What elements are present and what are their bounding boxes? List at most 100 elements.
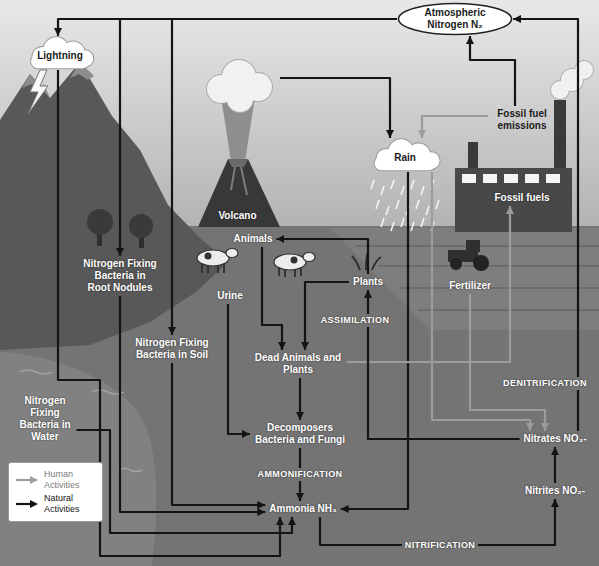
cloud-shape bbox=[375, 139, 440, 170]
tractor-wheel bbox=[473, 255, 489, 271]
field-furrows bbox=[355, 246, 599, 310]
decomposers-label: Decomposers Bacteria and Fungi bbox=[250, 420, 350, 448]
legend-sample bbox=[15, 475, 39, 485]
plume-puff bbox=[227, 86, 253, 112]
process-label: AMMONIFICATION bbox=[255, 468, 346, 481]
ammonia-label: Ammonia NH₃ bbox=[265, 501, 340, 517]
factory-window bbox=[483, 174, 497, 183]
fossil-fuel-label: Fossil fuels bbox=[490, 190, 553, 206]
process-label-box: ASSIMILATION bbox=[318, 314, 393, 327]
legend-line bbox=[16, 479, 31, 481]
lightning-cloud: Lightning bbox=[22, 36, 98, 70]
process-label-box: DENITRIFICATION bbox=[500, 377, 590, 390]
volcano-crater bbox=[228, 159, 248, 167]
node-text: Nitrites NO₂- bbox=[525, 485, 585, 497]
nitrites-label: Nitrites NO₂- bbox=[521, 483, 589, 499]
cloud-shape bbox=[31, 37, 93, 68]
tractor-wheel bbox=[450, 258, 462, 270]
cow-head bbox=[226, 249, 238, 258]
animals-label: Animals bbox=[230, 231, 277, 247]
node-text: Decomposers Bacteria and Fungi bbox=[254, 422, 346, 446]
natural-activity-arrow bbox=[299, 378, 301, 420]
tree-crown bbox=[129, 214, 153, 238]
cloud-shape bbox=[31, 37, 93, 68]
legend-row: Natural Activities bbox=[15, 493, 96, 515]
legend-arrowhead bbox=[30, 476, 38, 484]
cloud-shape bbox=[375, 139, 440, 170]
plant-sprout bbox=[352, 252, 381, 270]
node-text: Nitrogen Fixing Bacteria in Water bbox=[18, 395, 73, 443]
factory-window bbox=[504, 174, 518, 183]
node-text: Plants bbox=[353, 276, 383, 288]
natural-activity-arrow bbox=[470, 36, 515, 106]
cow-head bbox=[303, 253, 315, 262]
atmosphere-outline bbox=[399, 4, 512, 35]
dead-matter-label: Dead Animals and Plants bbox=[249, 350, 347, 378]
chimney-smoke-outline bbox=[551, 61, 593, 99]
tractor-cab bbox=[466, 240, 480, 252]
cow-spot bbox=[291, 257, 298, 264]
process-label: NITRIFICATION bbox=[402, 539, 479, 552]
lightning-bolt bbox=[28, 70, 48, 114]
natural-activity-arrow bbox=[172, 19, 397, 335]
factory-chimney bbox=[468, 142, 478, 168]
natural-activity-arrow bbox=[58, 19, 397, 36]
node-text: Lightning bbox=[37, 50, 83, 62]
node-text: Urine bbox=[217, 290, 243, 302]
process-label-box: AMMONIFICATION bbox=[255, 468, 346, 481]
node-text: Atmospheric Nitrogen N₂ bbox=[415, 7, 495, 31]
natural-activity-arrow bbox=[228, 304, 250, 434]
human-activity-arrow bbox=[347, 206, 510, 362]
factory-chimney bbox=[554, 100, 566, 168]
process-label: DENITRIFICATION bbox=[500, 377, 590, 390]
urine-label: Urine bbox=[213, 288, 247, 304]
natural-activity-arrow bbox=[262, 247, 282, 350]
cow-body bbox=[274, 254, 306, 270]
atmosphere-ellipse: Atmospheric Nitrogen N₂ bbox=[397, 2, 513, 36]
node-text: Dead Animals and Plants bbox=[253, 352, 343, 376]
factory-building bbox=[455, 168, 572, 232]
legend-sample bbox=[15, 499, 39, 509]
natural-activity-arrow bbox=[120, 296, 265, 512]
process-label-box: NITRIFICATION bbox=[402, 539, 479, 552]
root-bacteria-label: Nitrogen Fixing Bacteria in Root Nodules bbox=[79, 256, 162, 296]
legend-line bbox=[16, 503, 31, 505]
cow-legs bbox=[202, 264, 224, 273]
human-activity-arrow bbox=[422, 116, 488, 138]
natural-activity-arrow bbox=[276, 239, 368, 274]
legend-text: Natural Activities bbox=[44, 493, 96, 515]
node-text: Animals bbox=[234, 233, 273, 245]
node-text: Nitrogen Fixing Bacteria in Soil bbox=[135, 337, 210, 361]
node-text: Fossil fuels bbox=[494, 192, 549, 204]
factory-window bbox=[546, 174, 560, 183]
nitrates-label: Nitrates NO₃- bbox=[520, 431, 591, 447]
node-text: Nitrates NO₃- bbox=[524, 433, 587, 445]
natural-activity-arrow bbox=[172, 363, 265, 505]
human-activity-arrow bbox=[432, 172, 530, 431]
cow-spot bbox=[205, 253, 212, 260]
natural-activity-arrow bbox=[554, 447, 556, 483]
node-text: Fossil fuel emissions bbox=[492, 108, 552, 132]
node-text: Nitrogen Fixing Bacteria in Root Nodules bbox=[83, 258, 158, 294]
plume-puff bbox=[227, 86, 253, 112]
natural-activity-arrow bbox=[513, 19, 578, 431]
volcano-plume bbox=[207, 60, 272, 112]
tree-crown bbox=[87, 209, 113, 235]
cow-body bbox=[197, 250, 229, 266]
factory-window bbox=[462, 174, 476, 183]
legend-row: Human Activities bbox=[15, 469, 96, 491]
factory-window bbox=[525, 174, 539, 183]
node-text: Volcano bbox=[218, 210, 256, 222]
rain-drops bbox=[371, 180, 439, 231]
legend-arrowhead bbox=[30, 500, 38, 508]
volcano-cone bbox=[198, 159, 280, 227]
rain-cloud: Rain bbox=[365, 138, 445, 172]
lava-streak bbox=[231, 167, 247, 195]
legend-text: Human Activities bbox=[44, 469, 96, 491]
volcano-plume bbox=[207, 60, 272, 112]
node-outline bbox=[195, 55, 280, 227]
fertilizer-label: Fertilizer bbox=[445, 278, 495, 294]
soil-bacteria-label: Nitrogen Fixing Bacteria in Soil bbox=[131, 335, 214, 363]
natural-activity-arrow bbox=[341, 172, 408, 509]
